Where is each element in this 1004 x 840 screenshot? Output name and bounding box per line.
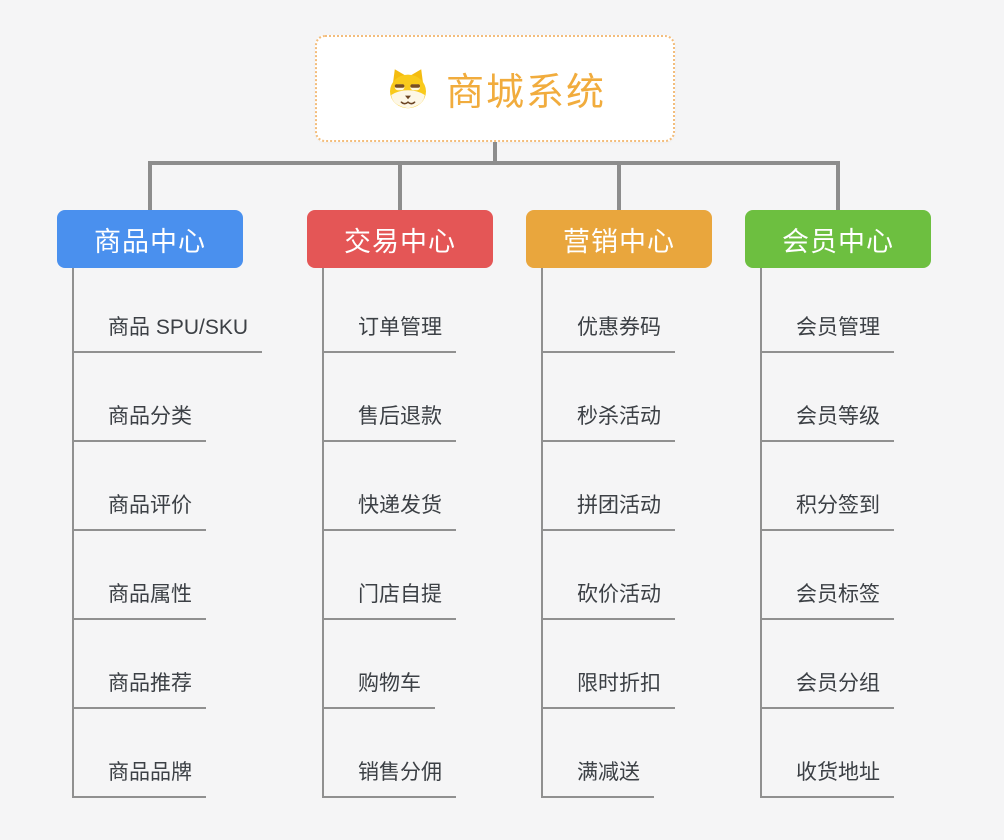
- leaf-node[interactable]: 商品分类: [72, 402, 206, 442]
- branch-label: 会员中心: [782, 226, 894, 257]
- branch-spine: [760, 268, 762, 798]
- root-node[interactable]: 商城系统: [315, 35, 675, 142]
- leaf-node[interactable]: 会员等级: [760, 402, 894, 442]
- branch-children-members: 会员管理 会员等级 积分签到 会员标签 会员分组 收货地址: [760, 268, 1000, 800]
- leaf-node[interactable]: 会员分组: [760, 669, 894, 709]
- branch-children-marketing: 优惠券码 秒杀活动 拼团活动 砍价活动 限时折扣 满减送: [541, 268, 781, 800]
- leaf-node[interactable]: 商品属性: [72, 580, 206, 620]
- leaf-node[interactable]: 商品评价: [72, 491, 206, 531]
- leaf-node[interactable]: 优惠券码: [541, 313, 675, 353]
- leaf-node[interactable]: 秒杀活动: [541, 402, 675, 442]
- leaf-node[interactable]: 销售分佣: [322, 758, 456, 798]
- leaf-node[interactable]: 拼团活动: [541, 491, 675, 531]
- connector-horizontal: [148, 161, 840, 165]
- branch-node-products[interactable]: 商品中心: [57, 210, 243, 268]
- dog-face-icon: [389, 68, 426, 108]
- leaf-node[interactable]: 售后退款: [322, 402, 456, 442]
- branch-spine: [541, 268, 543, 798]
- leaf-node[interactable]: 收货地址: [760, 758, 894, 798]
- branch-children-products: 商品 SPU/SKU 商品分类 商品评价 商品属性 商品推荐 商品品牌: [72, 268, 312, 800]
- branch-node-members[interactable]: 会员中心: [745, 210, 931, 268]
- leaf-node[interactable]: 快递发货: [322, 491, 456, 531]
- leaf-node[interactable]: 商品品牌: [72, 758, 206, 798]
- leaf-node[interactable]: 会员标签: [760, 580, 894, 620]
- branch-label: 营销中心: [563, 226, 675, 257]
- leaf-node[interactable]: 门店自提: [322, 580, 456, 620]
- branch-label: 商品中心: [94, 226, 206, 257]
- leaf-node[interactable]: 满减送: [541, 758, 654, 798]
- branch-spine: [72, 268, 74, 798]
- connector-drop-trade: [398, 161, 402, 210]
- branch-node-trade[interactable]: 交易中心: [307, 210, 493, 268]
- leaf-node[interactable]: 购物车: [322, 669, 435, 709]
- connector-root-vertical: [493, 142, 497, 165]
- leaf-node[interactable]: 会员管理: [760, 313, 894, 353]
- root-title: 商城系统: [445, 72, 606, 114]
- branch-spine: [322, 268, 324, 798]
- leaf-node[interactable]: 积分签到: [760, 491, 894, 531]
- branch-node-marketing[interactable]: 营销中心: [526, 210, 712, 268]
- leaf-node[interactable]: 砍价活动: [541, 580, 675, 620]
- leaf-node[interactable]: 商品推荐: [72, 669, 206, 709]
- connector-drop-products: [148, 161, 152, 210]
- branch-label: 交易中心: [344, 226, 456, 257]
- branch-children-trade: 订单管理 售后退款 快递发货 门店自提 购物车 销售分佣: [322, 268, 562, 800]
- leaf-node[interactable]: 订单管理: [322, 313, 456, 353]
- leaf-node[interactable]: 商品 SPU/SKU: [72, 313, 263, 353]
- connector-drop-members: [836, 161, 840, 210]
- connector-drop-marketing: [617, 161, 621, 210]
- leaf-node[interactable]: 限时折扣: [541, 669, 675, 709]
